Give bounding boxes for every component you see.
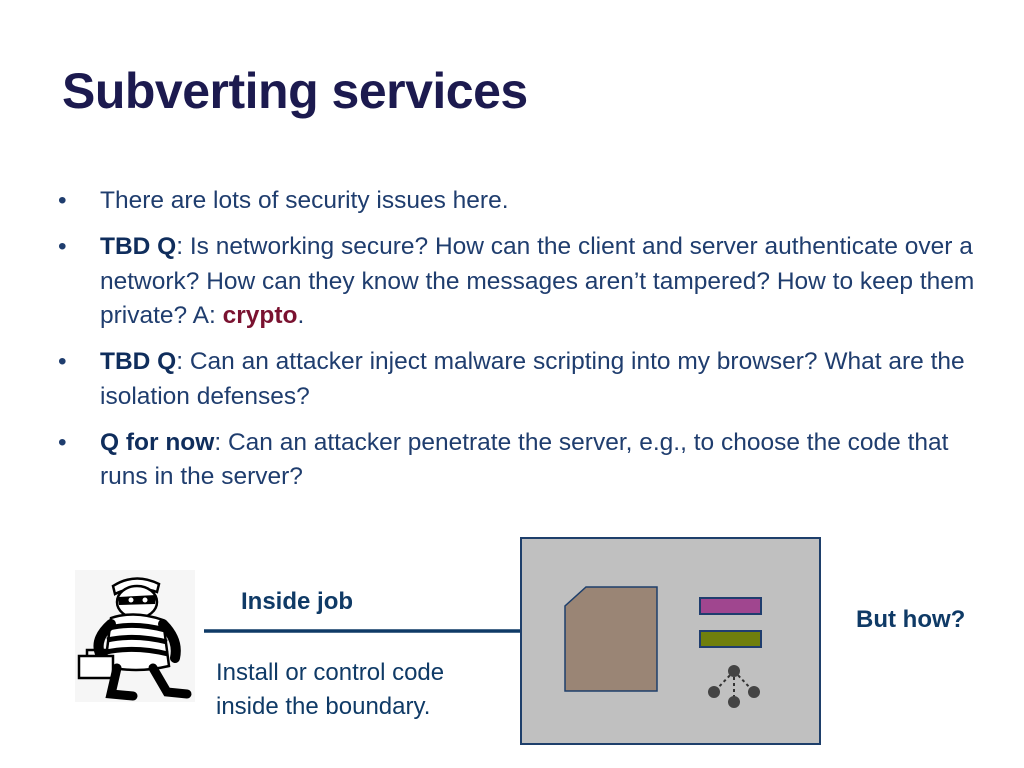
- bullet-tail: .: [297, 302, 305, 329]
- bullet-dot: •: [58, 187, 67, 214]
- slide-title: Subverting services: [62, 63, 528, 119]
- but-how-label: But how?: [856, 606, 966, 633]
- bullet-item: • Q for now: Can an attacker penetrate t…: [58, 426, 978, 495]
- install-label: Install or control code inside the bound…: [216, 659, 445, 720]
- bullet-item: • TBD Q: Is networking secure? How can t…: [58, 230, 978, 334]
- robber-icon: [75, 570, 195, 702]
- network-nodes-icon: [708, 665, 760, 708]
- bullet-text: : Can an attacker inject malware scripti…: [100, 348, 965, 410]
- bullet-lead: TBD Q: [100, 233, 177, 260]
- bullet-dot: •: [58, 348, 67, 375]
- bullet-item: • There are lots of security issues here…: [58, 184, 978, 219]
- bullet-text: : Is networking secure? How can the clie…: [100, 233, 975, 329]
- bullet-lead: Q for now: [100, 428, 215, 456]
- purple-bar: [699, 597, 762, 615]
- bullet-item: • TBD Q: Can an attacker inject malware …: [58, 345, 978, 414]
- bullet-dot: •: [58, 428, 67, 456]
- bullet-text: : Can an attacker penetrate the server, …: [100, 428, 949, 491]
- bullet-text: There are lots of security issues here.: [100, 187, 509, 214]
- inside-job-label: Inside job: [241, 588, 354, 615]
- bullet-lead: TBD Q: [100, 348, 177, 375]
- bullet-highlight: crypto: [222, 302, 298, 329]
- bullet-list: • There are lots of security issues here…: [58, 184, 978, 506]
- chip-icon: [564, 586, 658, 692]
- bullet-dot: •: [58, 233, 67, 260]
- green-bar: [699, 630, 762, 648]
